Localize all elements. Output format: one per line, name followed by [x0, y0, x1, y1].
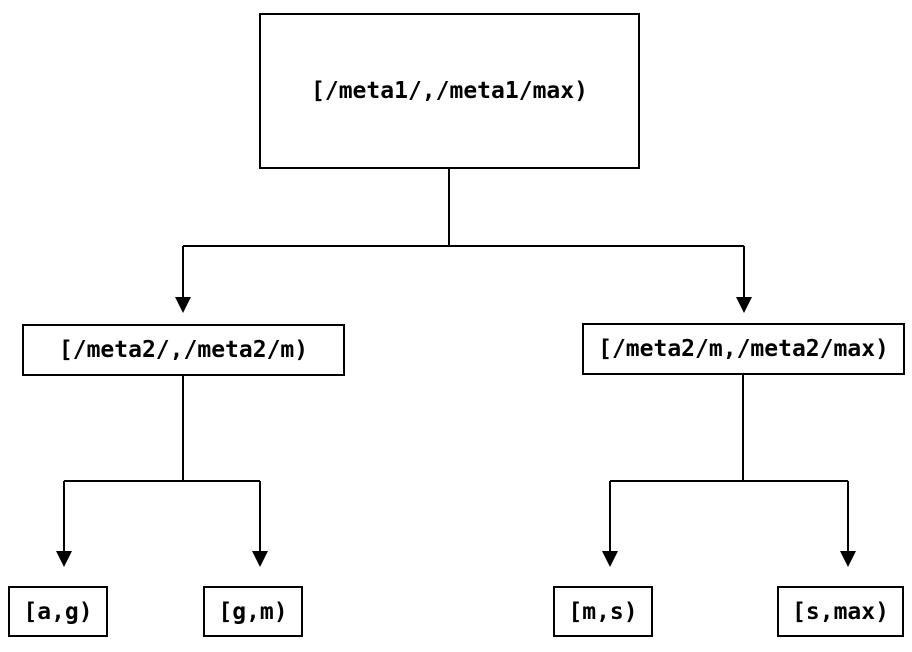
arrowhead-to-leaf-gm — [252, 551, 268, 567]
node-meta2-left-range: [/meta2/,/meta2/m) — [22, 324, 345, 376]
node-leaf-ms: [m,s) — [553, 586, 653, 637]
node-leaf-smax: [s,max) — [777, 586, 904, 637]
edge-meta2-right-to-leaves — [609, 375, 849, 552]
edge-meta2-left-to-leaves — [63, 376, 261, 552]
arrowhead-to-leaf-smax — [840, 551, 856, 567]
arrowhead-to-meta2-left — [175, 297, 191, 313]
edge-root-to-level2 — [182, 169, 745, 298]
arrowhead-to-meta2-right — [736, 297, 752, 313]
node-root-range: [/meta1/,/meta1/max) — [259, 13, 640, 169]
node-meta2-right-range: [/meta2/m,/meta2/max) — [582, 323, 905, 375]
arrowhead-to-leaf-ms — [602, 551, 618, 567]
node-leaf-ag: [a,g) — [8, 586, 108, 637]
arrowhead-to-leaf-ag — [56, 551, 72, 567]
node-leaf-gm: [g,m) — [203, 586, 303, 637]
